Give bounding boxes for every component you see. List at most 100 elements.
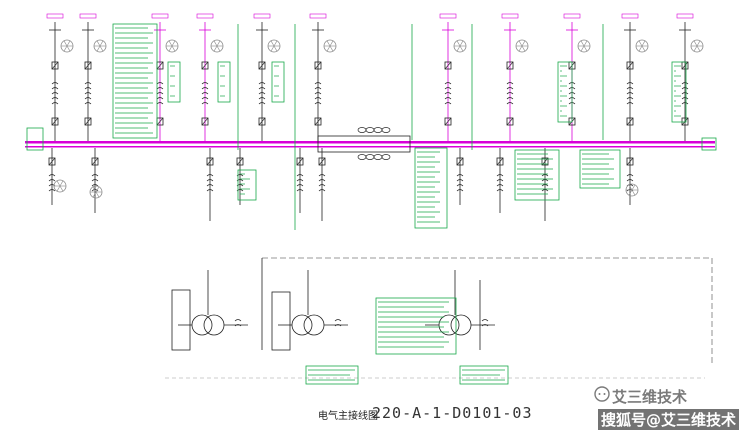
breaker-symbol	[626, 117, 634, 126]
breaker-diagonal	[201, 117, 209, 126]
instrument-spoke	[59, 180, 64, 187]
transformer-winding	[291, 314, 313, 336]
transformer-winding	[191, 314, 213, 336]
dashed-boundary	[262, 257, 713, 365]
instrument-spoke	[456, 40, 461, 47]
annotation-boxes	[112, 23, 687, 385]
drawing-title: 电气主接线图	[318, 411, 378, 422]
annotation-box	[579, 149, 621, 189]
breaker-symbol	[48, 157, 56, 166]
instrument-spoke	[273, 40, 278, 47]
instrument-spoke	[56, 185, 61, 192]
ct-coil	[626, 102, 634, 105]
ct-coil	[91, 184, 99, 187]
instrument-spoke	[216, 40, 221, 47]
annotation-box	[237, 169, 257, 201]
breaker-diagonal	[506, 117, 514, 126]
main-busbar-upper	[25, 141, 715, 144]
instrument-spoke	[56, 180, 61, 187]
instrument-spoke	[95, 186, 100, 193]
ct-coil	[541, 184, 549, 187]
ct-coil	[236, 184, 244, 187]
ct-coil	[496, 189, 504, 192]
ct-coil	[51, 97, 59, 100]
annotation-box	[414, 147, 448, 229]
instrument-spoke	[92, 186, 97, 193]
ct-coil	[456, 179, 464, 182]
ct-coil	[201, 87, 209, 90]
ct-coil	[206, 184, 214, 187]
breaker-symbol	[201, 61, 209, 70]
ct-coil	[318, 184, 326, 187]
breaker-symbol	[84, 61, 92, 70]
breaker-symbol	[456, 157, 464, 166]
breaker-symbol	[206, 157, 214, 166]
ct-coil	[234, 324, 242, 327]
instrument-spoke	[326, 40, 331, 47]
ct-coil	[296, 174, 304, 177]
breaker-symbol	[84, 117, 92, 126]
annotation-box	[305, 365, 359, 385]
breaker-symbol	[314, 61, 322, 70]
ct-coil	[84, 102, 92, 105]
ct-coil	[51, 92, 59, 95]
instrument-spoke	[59, 185, 64, 192]
breaker-symbol	[541, 157, 549, 166]
ct-coil	[48, 189, 56, 192]
ct-coil	[48, 174, 56, 177]
ct-coil	[318, 189, 326, 192]
annotation-box	[514, 149, 560, 201]
ct-coil	[156, 87, 164, 90]
breaker-diagonal	[258, 61, 266, 70]
ct-coil	[296, 189, 304, 192]
annotation-box	[557, 61, 573, 123]
instrument-spoke	[583, 40, 588, 47]
ct-coil	[318, 174, 326, 177]
ct-coil	[201, 97, 209, 100]
ct-coil	[206, 189, 214, 192]
feeder-label-box	[621, 13, 639, 19]
coupler-coil	[365, 154, 375, 160]
ct-coil	[258, 92, 266, 95]
ct-coil	[51, 87, 59, 90]
instrument-spoke	[638, 45, 643, 52]
ct-coil	[201, 102, 209, 105]
watermark-top: 艾三维技术	[612, 388, 688, 406]
drawing-number: 220-A-1-D0101-03	[372, 404, 533, 422]
instrument-spoke	[518, 40, 523, 47]
instrument-spoke	[270, 40, 275, 47]
instrument-spoke	[92, 191, 97, 198]
instrument-spoke	[96, 40, 101, 47]
instrument-spoke	[521, 40, 526, 47]
breaker-diagonal	[156, 61, 164, 70]
breaker-diagonal	[84, 61, 92, 70]
instrument-spoke	[95, 191, 100, 198]
ct-coil	[318, 179, 326, 182]
transformer-winding	[203, 314, 225, 336]
breaker-diagonal	[456, 157, 464, 166]
ct-coil	[156, 82, 164, 85]
breaker-diagonal	[236, 157, 244, 166]
breaker-diagonal	[506, 61, 514, 70]
ct-coil	[236, 179, 244, 182]
breaker-diagonal	[681, 117, 689, 126]
ct-coil	[456, 174, 464, 177]
breaker-diagonal	[48, 157, 56, 166]
ct-coil	[626, 174, 634, 177]
instrument-spoke	[628, 189, 633, 196]
ct-coil	[444, 87, 452, 90]
ct-coil	[84, 97, 92, 100]
instrument-spoke	[696, 40, 701, 47]
instrument-spoke	[216, 45, 221, 52]
breaker-symbol	[91, 157, 99, 166]
breaker-diagonal	[318, 157, 326, 166]
bus-label-left	[26, 127, 44, 151]
breaker-diagonal	[496, 157, 504, 166]
instrument-spoke	[628, 184, 633, 191]
breaker-symbol	[681, 117, 689, 126]
panel-frame	[271, 291, 291, 351]
breaker-symbol	[506, 61, 514, 70]
ct-coil	[156, 97, 164, 100]
